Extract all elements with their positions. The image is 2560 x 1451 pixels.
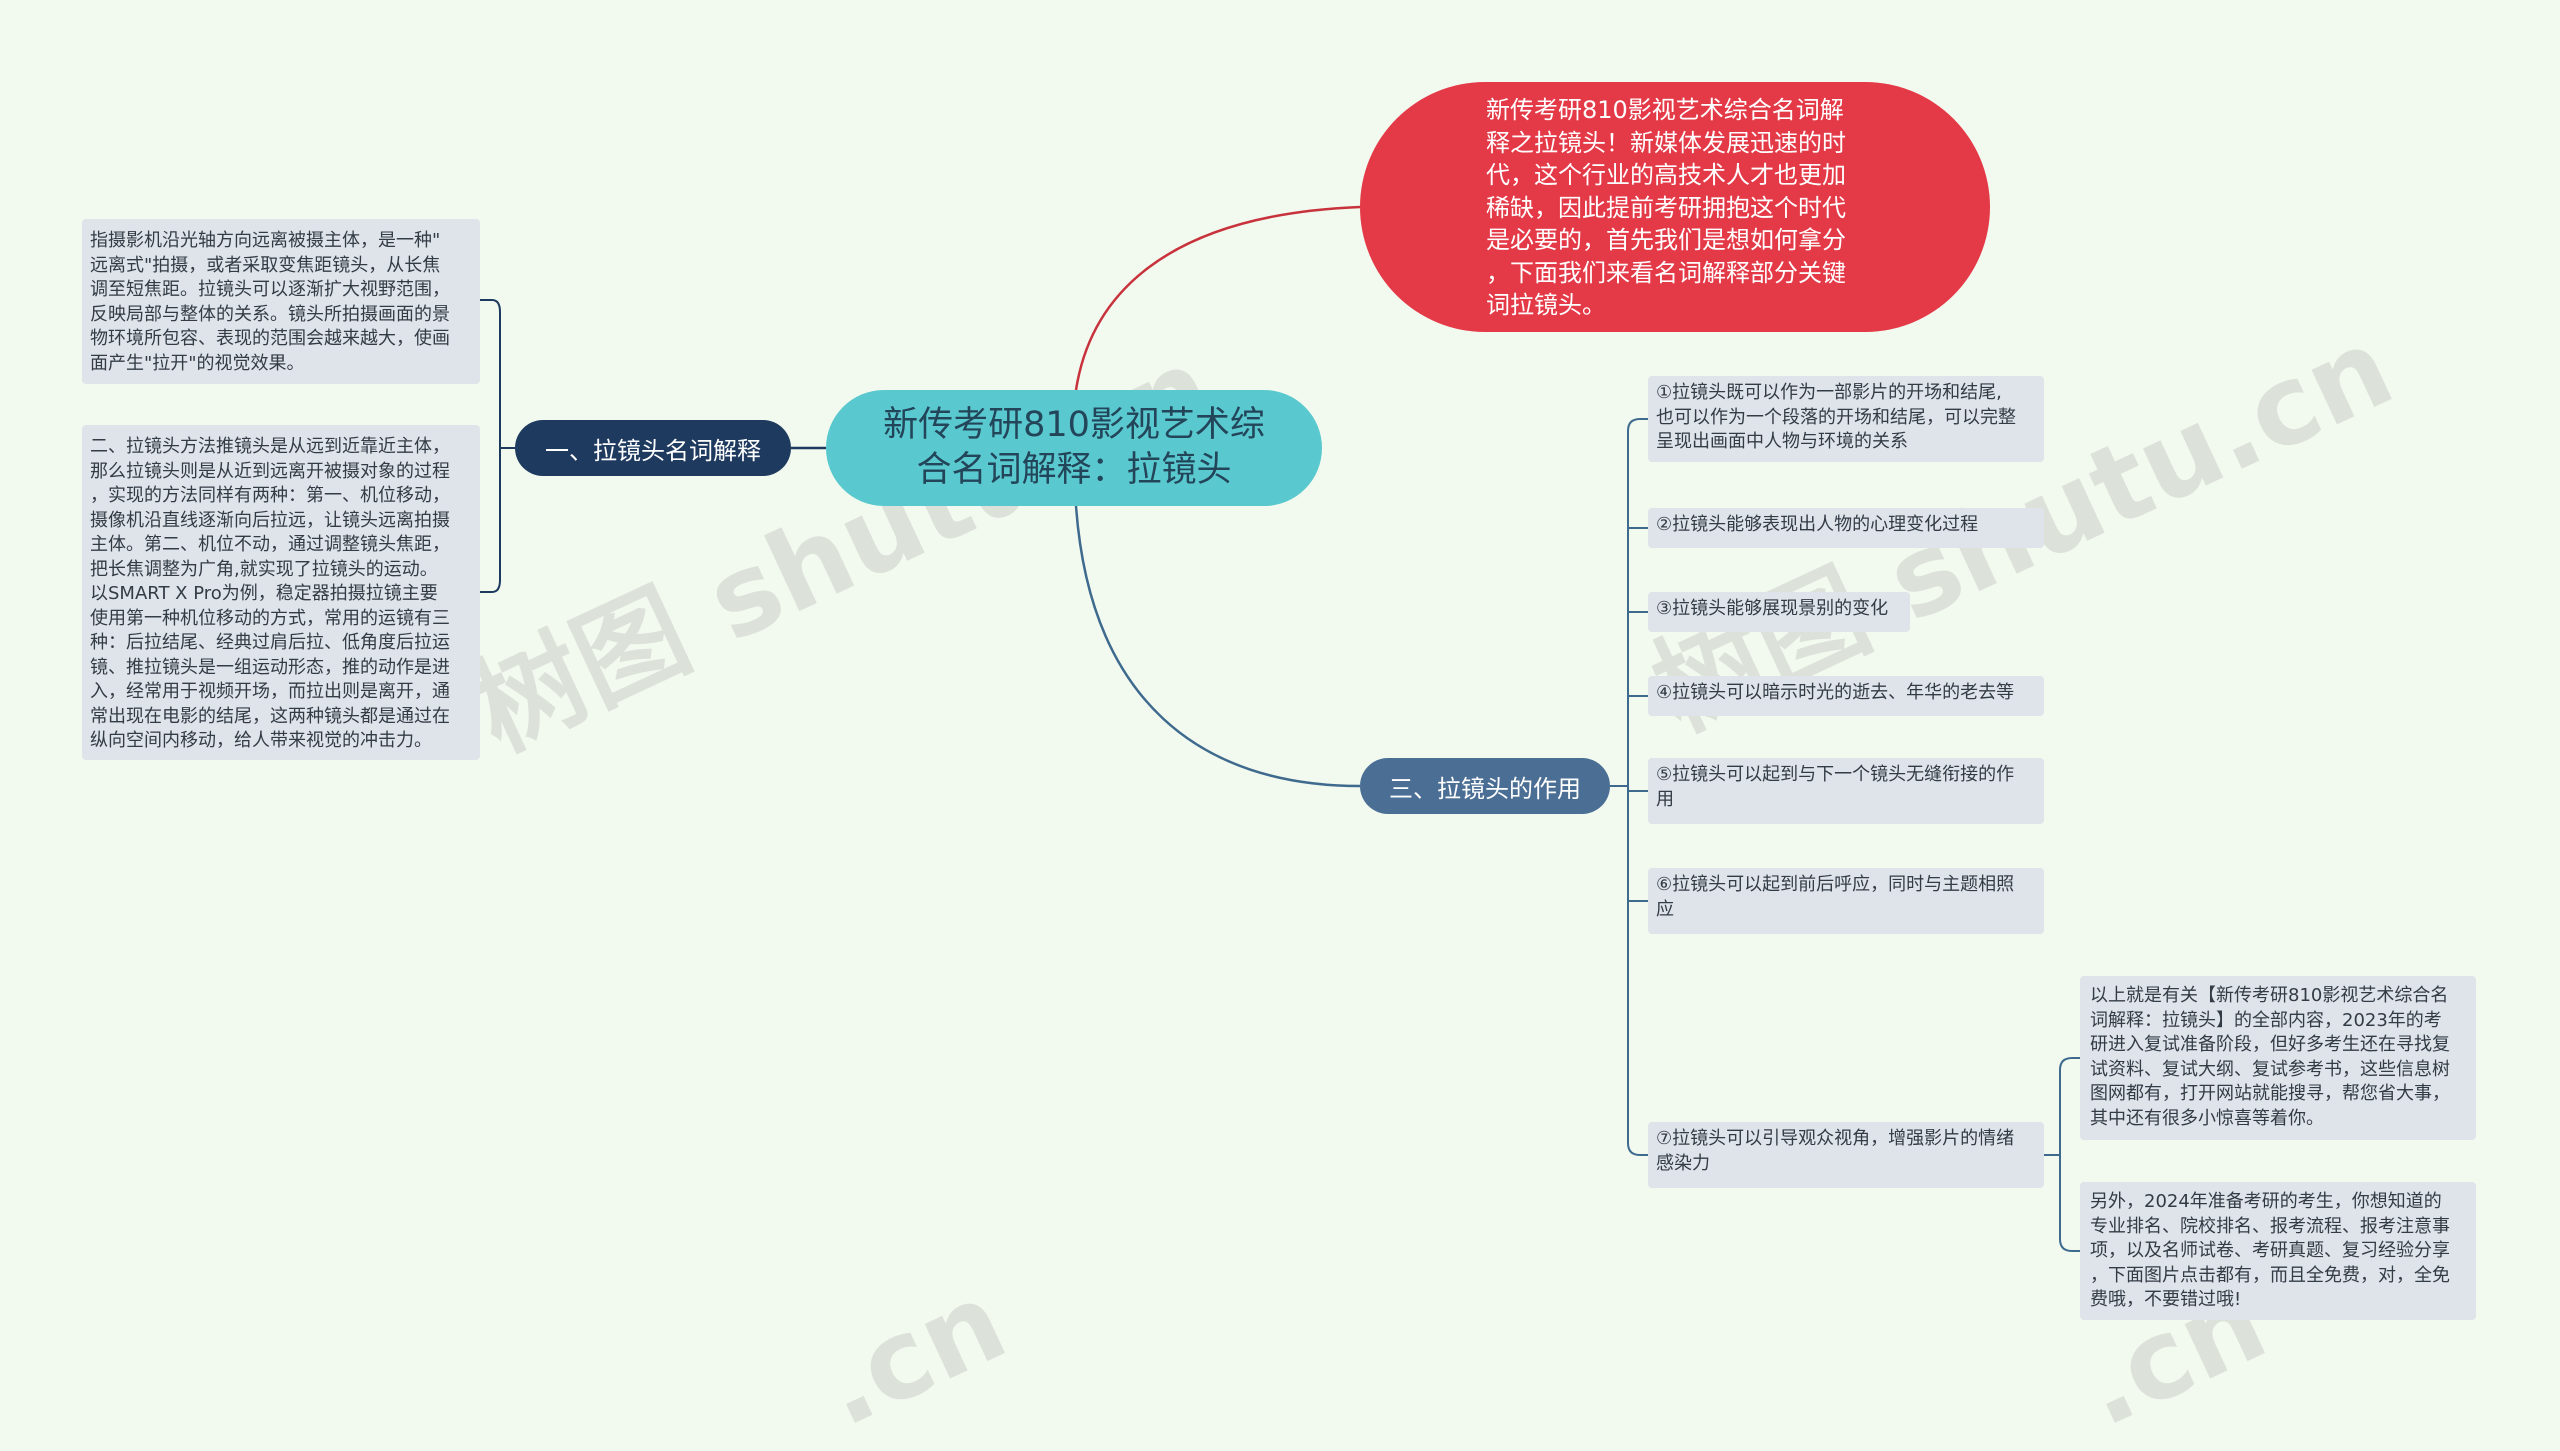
intro-line: 代，这个行业的高技术人才也更加 — [1486, 161, 1846, 189]
intro-line: 是必要的，首先我们是想如何拿分 — [1486, 226, 1846, 254]
note-line: 以上就是有关【新传考研810影视艺术综合名 — [2090, 985, 2449, 1006]
leaf-line: 物环境所包容、表现的范围会越来越大，使画 — [90, 328, 450, 349]
leaf-line: 把长焦调整为广角,就实现了拉镜头的运动。 — [90, 558, 438, 580]
note-line: 专业排名、院校排名、报考流程、报考注意事 — [2090, 1215, 2450, 1237]
effect-line: ④拉镜头可以暗示时光的逝去、年华的老去等 — [1656, 682, 2015, 703]
effect-item[interactable]: ⑦拉镜头可以引导观众视角，增强影片的情绪 感染力 — [1648, 1122, 2044, 1188]
note-line: 词解释：拉镜头】的全部内容，2023年的考 — [2090, 1009, 2442, 1031]
definition-leaf[interactable]: 指摄影机沿光轴方向远离被摄主体，是一种" 远离式"拍摄，或者采取变焦距镜头，从长… — [82, 219, 480, 384]
leaf-line: 种：后拉结尾、经典过肩后拉、低角度后拉运 — [90, 632, 450, 653]
leaf-line: ，实现的方法同样有两种：第一、机位移动， — [90, 485, 450, 506]
leaf-line: 摄像机沿直线逐渐向后拉远，让镜头远离拍摄 — [90, 509, 450, 531]
effect-line: ③拉镜头能够展现景别的变化 — [1656, 598, 1889, 619]
intro-line: 稀缺，因此提前考研拥抱这个时代 — [1486, 193, 1846, 222]
effect-line: ①拉镜头既可以作为一部影片的开场和结尾, — [1656, 382, 2002, 403]
effect-line: 也可以作为一个段落的开场和结尾，可以完整 — [1656, 406, 2016, 428]
connector-central-effects — [1074, 505, 1361, 788]
intro-line: 新传考研810影视艺术综合名词解 — [1486, 96, 1844, 124]
effect-line: 感染力 — [1656, 1152, 1710, 1174]
note-line: 图网都有，打开网站就能搜寻，帮您省大事， — [2090, 1083, 2450, 1104]
central-topic-line: 新传考研810影视艺术综 — [883, 405, 1265, 445]
intro-node[interactable]: 新传考研810影视艺术综合名词解 释之拉镜头！新媒体发展迅速的时 代，这个行业的… — [1360, 82, 1990, 332]
leaf-line: 指摄影机沿光轴方向远离被摄主体，是一种" — [90, 230, 441, 251]
intro-line: ，下面我们来看名词解释部分关键 — [1486, 258, 1846, 287]
leaf-line: 主体。第二、机位不动，通过调整镜头焦距， — [90, 534, 450, 555]
branch-label: 一、拉镜头名词解释 — [545, 436, 761, 465]
connector-central-intro — [1074, 205, 1361, 391]
effect-line: ⑤拉镜头可以起到与下一个镜头无缝衔接的作 — [1656, 764, 2015, 785]
leaf-line: 使用第一种机位移动的方式，常用的运镜有三 — [90, 607, 450, 629]
note-line: ，下面图片点击都有，而且全免费，对，全免 — [2090, 1264, 2450, 1286]
effect-item[interactable]: ④拉镜头可以暗示时光的逝去、年华的老去等 — [1648, 676, 2044, 716]
leaf-line: 二、拉镜头方法推镜头是从远到近靠近主体， — [90, 436, 450, 457]
effect-item[interactable]: ⑥拉镜头可以起到前后呼应，同时与主题相照 应 — [1648, 868, 2044, 934]
leaf-line: 那么拉镜头则是从近到远离开被摄对象的过程 — [90, 460, 450, 482]
effect-line: 呈现出画面中人物与环境的关系 — [1656, 431, 1908, 452]
branch-label: 三、拉镜头的作用 — [1389, 774, 1581, 803]
leaf-line: 调至短焦距。拉镜头可以逐渐扩大视野范围， — [90, 279, 450, 300]
leaf-line: 面产生"拉开"的视觉效果。 — [90, 352, 305, 374]
leaf-line: 远离式"拍摄，或者采取变焦距镜头，从长焦 — [90, 254, 441, 276]
summary-note[interactable]: 以上就是有关【新传考研810影视艺术综合名 词解释：拉镜头】的全部内容，2023… — [2080, 976, 2476, 1140]
effect-line: ②拉镜头能够表现出人物的心理变化过程 — [1656, 514, 1979, 535]
effect-item[interactable]: ⑤拉镜头可以起到与下一个镜头无缝衔接的作 用 — [1648, 758, 2044, 824]
note-line: 另外，2024年准备考研的考生，你想知道的 — [2090, 1191, 2442, 1212]
leaf-line: 常出现在电影的结尾，这两种镜头都是通过在 — [90, 705, 450, 727]
leaf-line: 反映局部与整体的关系。镜头所拍摄画面的景 — [90, 303, 450, 325]
central-topic-line: 合名词解释：拉镜头 — [916, 450, 1232, 490]
connector-effects-items — [1610, 418, 1648, 1156]
leaf-line: 镜、推拉镜头是一组运动形态，推的动作是进 — [90, 656, 450, 678]
leaf-line: 入，经常用于视频开场，而拉出则是离开，通 — [90, 681, 450, 702]
effect-item[interactable]: ③拉镜头能够展现景别的变化 — [1648, 592, 1910, 632]
note-line: 项，以及名师试卷、考研真题、复习经验分享 — [2090, 1240, 2450, 1261]
central-topic[interactable]: 新传考研810影视艺术综 合名词解释：拉镜头 — [826, 390, 1322, 506]
note-line: 试资料、复试大纲、复试参考书，这些信息树 — [2090, 1058, 2450, 1080]
note-line: 其中还有很多小惊喜等着你。 — [2090, 1107, 2324, 1129]
branch-effects[interactable]: 三、拉镜头的作用 — [1360, 758, 1610, 814]
note-line: 研进入复试准备阶段，但好多考生还在寻找复 — [2090, 1034, 2450, 1055]
effect-item[interactable]: ②拉镜头能够表现出人物的心理变化过程 — [1648, 508, 2044, 548]
connector-definition-leaves — [480, 299, 515, 593]
effect-line: ⑥拉镜头可以起到前后呼应，同时与主题相照 — [1656, 874, 2015, 895]
intro-line: 词拉镜头。 — [1486, 291, 1606, 319]
leaf-line: 纵向空间内移动，给人带来视觉的冲击力。 — [90, 730, 432, 751]
connector-effect7-notes — [2044, 1057, 2080, 1252]
connector-layer — [480, 205, 2080, 1252]
method-leaf[interactable]: 二、拉镜头方法推镜头是从远到近靠近主体， 那么拉镜头则是从近到远离开被摄对象的过… — [82, 425, 480, 760]
effect-item[interactable]: ①拉镜头既可以作为一部影片的开场和结尾, 也可以作为一个段落的开场和结尾，可以完… — [1648, 376, 2044, 462]
effect-line: 应 — [1656, 898, 1674, 920]
extra-note[interactable]: 另外，2024年准备考研的考生，你想知道的 专业排名、院校排名、报考流程、报考注… — [2080, 1182, 2476, 1320]
intro-line: 释之拉镜头！新媒体发展迅速的时 — [1486, 128, 1846, 157]
branch-definition[interactable]: 一、拉镜头名词解释 — [515, 420, 791, 476]
effect-line: ⑦拉镜头可以引导观众视角，增强影片的情绪 — [1656, 1128, 2015, 1149]
note-line: 费哦，不要错过哦! — [2090, 1289, 2242, 1310]
leaf-line: 以SMART X Pro为例，稳定器拍摄拉镜主要 — [90, 583, 438, 604]
effect-line: 用 — [1656, 788, 1674, 810]
